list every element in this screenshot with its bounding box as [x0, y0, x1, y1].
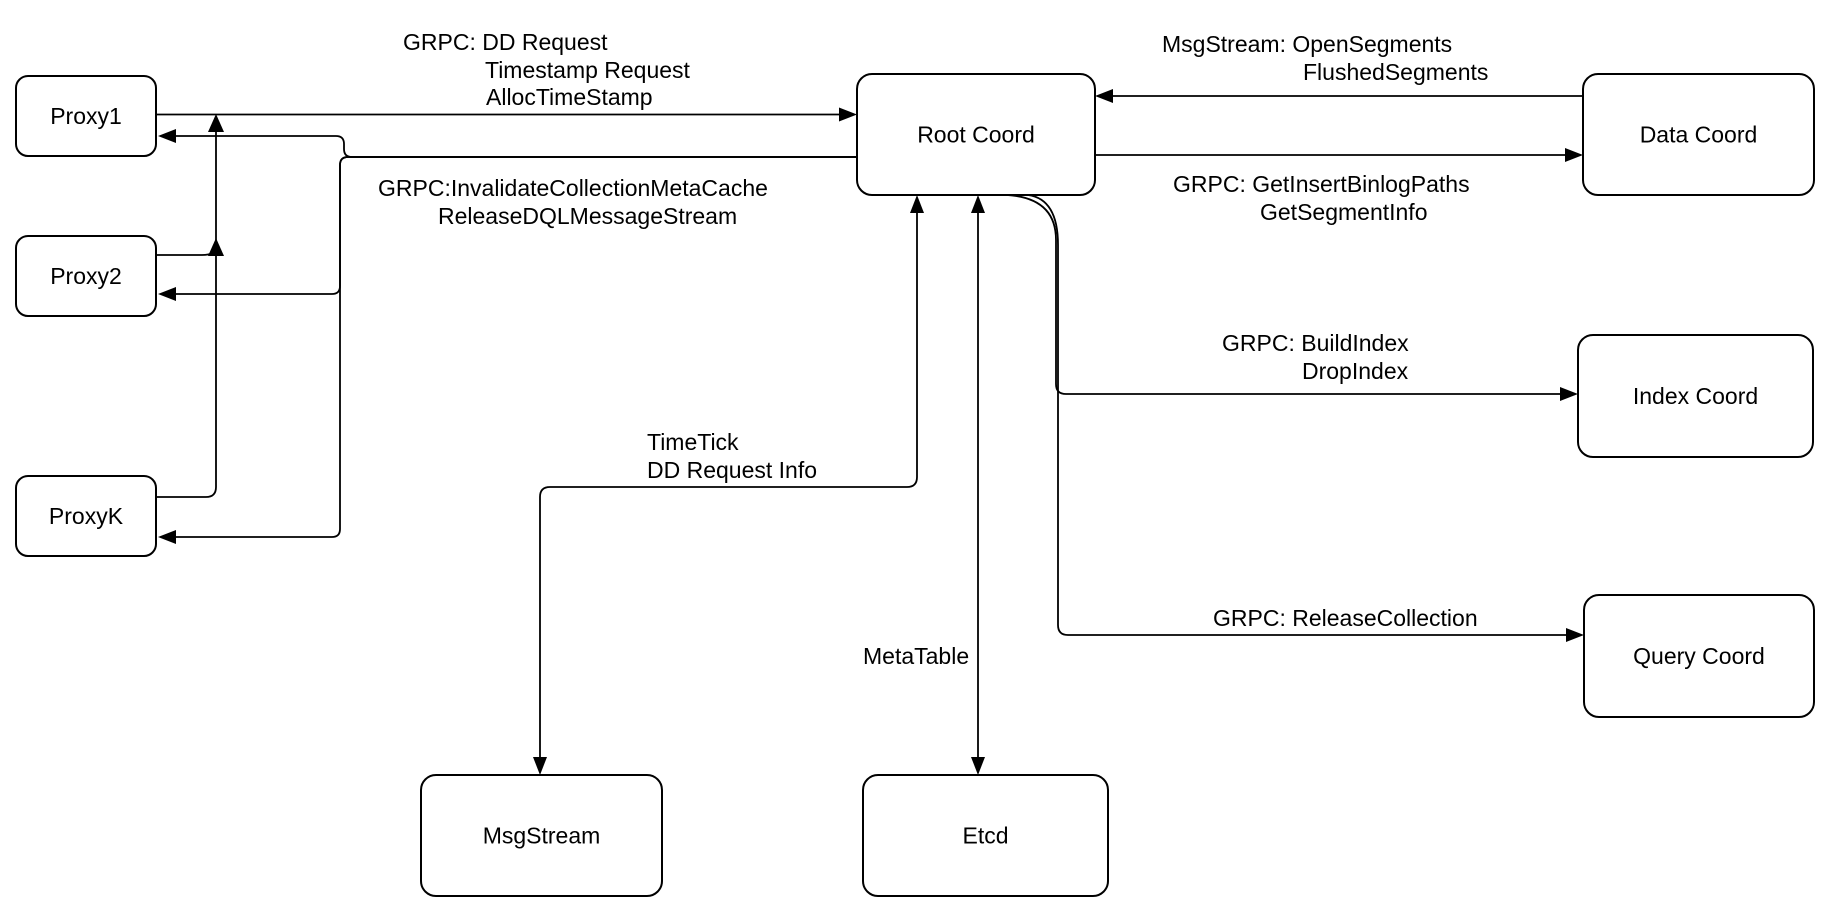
- edge-label-data-root-line2: FlushedSegments: [1303, 59, 1488, 85]
- node-data: Data Coord: [1582, 73, 1815, 196]
- node-index: Index Coord: [1577, 334, 1814, 458]
- edge-label-proxy1-root-line1: GRPC: DD Request: [403, 29, 608, 55]
- node-label-etcd: Etcd: [962, 823, 1008, 849]
- edge-label-root-index-line1: GRPC: BuildIndex: [1222, 330, 1409, 356]
- edge-root-proxy1: [158, 129, 857, 158]
- node-label-proxy1: Proxy1: [50, 103, 122, 129]
- node-proxy2: Proxy2: [15, 235, 157, 317]
- node-label-index: Index Coord: [1633, 383, 1758, 409]
- edge-label-proxy1-root-line2: Timestamp Request: [485, 57, 691, 83]
- edge-root-index: [1006, 194, 1578, 401]
- edge-proxyk-join: [156, 132, 217, 498]
- edge-proxyk-join-arrowhead: [208, 114, 224, 132]
- edges-layer: [156, 89, 1584, 775]
- edge-proxy2-join: [156, 246, 217, 256]
- node-root: Root Coord: [856, 73, 1096, 196]
- edge-label-data-root-line1: MsgStream: OpenSegments: [1162, 31, 1452, 57]
- node-query: Query Coord: [1583, 594, 1815, 718]
- edge-label-root-index-line2: DropIndex: [1302, 358, 1409, 384]
- edge-root-proxyk: [158, 156, 857, 544]
- edge-label-root-proxy1-line2: ReleaseDQLMessageStream: [438, 203, 737, 229]
- node-label-data: Data Coord: [1640, 122, 1758, 148]
- node-label-proxy2: Proxy2: [50, 263, 122, 289]
- edge-label-proxy1-root-line3: AllocTimeStamp: [486, 84, 653, 110]
- edge-label-root-proxy1-line1: GRPC:InvalidateCollectionMetaCache: [378, 175, 768, 201]
- edge-label-root-data-line2: GetSegmentInfo: [1260, 199, 1428, 225]
- edge-root-query: [1027, 194, 1584, 642]
- node-label-proxyk: ProxyK: [49, 503, 124, 529]
- edge-label-root-msgstream-line1: TimeTick: [647, 429, 739, 455]
- edge-label-root-query-line1: GRPC: ReleaseCollection: [1213, 605, 1478, 631]
- node-msgstream: MsgStream: [420, 774, 663, 897]
- node-proxy1: Proxy1: [15, 75, 157, 157]
- node-label-root: Root Coord: [917, 122, 1035, 148]
- edge-root-msgstream: [533, 195, 924, 775]
- node-label-query: Query Coord: [1633, 643, 1765, 669]
- node-proxyk: ProxyK: [15, 475, 157, 557]
- node-etcd: Etcd: [862, 774, 1109, 897]
- edge-label-root-msgstream-line2: DD Request Info: [647, 457, 817, 483]
- edge-label-root-data-line1: GRPC: GetInsertBinlogPaths: [1173, 171, 1470, 197]
- node-label-msgstream: MsgStream: [483, 823, 601, 849]
- edge-label-root-etcd-line1: MetaTable: [863, 643, 969, 669]
